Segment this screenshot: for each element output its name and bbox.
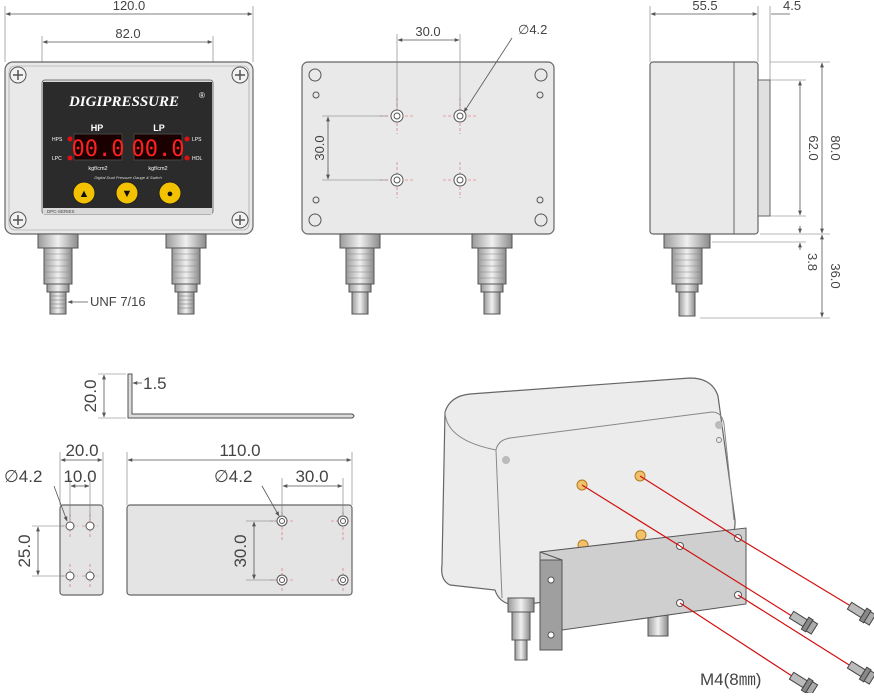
dim-display-width-label: 82.0: [115, 26, 140, 41]
bracket-large-plate: [126, 504, 353, 596]
set-button[interactable]: ●: [158, 181, 182, 205]
series-label: DPC-SERIES: [47, 209, 75, 214]
bracket-large-dim-hole-dia: ∅4.2: [214, 467, 252, 486]
unit-right: kgf/cm2: [148, 166, 167, 172]
screw-icons: [788, 601, 874, 696]
bracket-small-dim-spacing-v: 25.0: [15, 534, 34, 567]
side-dim-height: 80.0: [828, 135, 843, 160]
down-button[interactable]: ▼: [115, 181, 139, 205]
led-hps-icon: [67, 136, 73, 142]
down-arrow-icon: ▼: [122, 188, 133, 200]
fitting-right: [165, 233, 207, 315]
bracket-large-dim-spacing-v: 30.0: [231, 534, 250, 567]
led-hps-label: HPS: [52, 137, 63, 143]
lp-value: 00.0: [132, 137, 185, 162]
dim-overall-width: 120.0: [4, 0, 254, 62]
bracket-small-dim-width: 20.0: [65, 441, 98, 460]
brand-name: DIGIPRESSURE: [68, 94, 179, 110]
led-lpc-icon: [67, 155, 73, 161]
rear-fitting-right: [471, 233, 513, 315]
bracket-small-holes: [62, 514, 98, 588]
assembly-view: M4(8㎜): [441, 377, 874, 696]
screw-label: M4(8㎜): [700, 670, 761, 689]
rear-dim-hole-dia: ∅4.2: [518, 22, 547, 37]
up-arrow-icon: ▲: [79, 188, 90, 200]
led-hol-icon: [184, 155, 190, 161]
tagline: Digital Dual Pressure Gauge & Switch: [94, 175, 162, 180]
bracket-dim-thickness: 1.5: [143, 374, 167, 393]
dim-overall-width-label: 120.0: [113, 0, 146, 13]
bracket-profile: 20.0 1.5: [81, 373, 355, 419]
led-lps-icon: [184, 136, 190, 142]
bracket-dim-height: 20.0: [81, 379, 100, 412]
bracket-large: 110.0 30.0 ∅4.2 30.0: [126, 441, 353, 596]
bracket-small-dim-hole-dia: ∅4.2: [4, 467, 42, 486]
set-dot-icon: ●: [167, 188, 174, 200]
side-fitting: [663, 233, 711, 317]
corner-screw-icons: [9, 66, 249, 229]
hp-label: HP: [91, 123, 104, 133]
led-hol-label: HOL: [192, 156, 203, 162]
bracket-small: 20.0 10.0 ∅4.2 25.0: [4, 441, 104, 596]
housing-rear: [301, 61, 555, 235]
bracket-large-holes: [270, 512, 352, 592]
housing-side: [649, 61, 759, 235]
lp-display: [133, 133, 183, 161]
side-dim-inner-height: 62.0: [806, 135, 821, 160]
led-lpc-label: LPC: [52, 156, 62, 162]
side-dim-gap: 3.8: [805, 253, 820, 271]
unit-left: kgf/cm2: [88, 166, 107, 172]
side-lid: [757, 79, 771, 217]
bracket-small-dim-spacing-h: 10.0: [63, 467, 96, 486]
bracket-large-dim-length: 110.0: [219, 441, 260, 460]
side-dim-lid: 4.5: [783, 0, 801, 13]
thread-label: UNF 7/16: [90, 294, 146, 309]
hp-value: 00.0: [72, 137, 125, 162]
hp-display: [73, 133, 123, 161]
assembly-guide-lines: [581, 475, 855, 679]
rear-dim-spacing-h: 30.0: [415, 24, 440, 39]
rear-dim-spacing-v: 30.0: [312, 135, 327, 160]
rear-mounting-holes: [380, 98, 477, 198]
lp-label: LP: [153, 123, 165, 133]
rear-fitting-left: [339, 233, 381, 315]
led-lps-label: LPS: [192, 137, 202, 143]
front-view: 120.0 82.0 DIGIPRESSURE ® HP LP 00.0 00.…: [4, 0, 254, 315]
side-dim-fitting: 36.0: [828, 263, 843, 288]
up-button[interactable]: ▲: [72, 181, 96, 205]
side-dim-depth: 55.5: [692, 0, 717, 13]
fitting-left: [37, 233, 79, 315]
brand-mark: ®: [199, 91, 205, 100]
bracket-large-dim-spacing-h: 30.0: [295, 467, 328, 486]
rear-view: 30.0 ∅4.2 30.0: [301, 22, 555, 315]
side-view: 55.5 4.5 62.0 80.0 3.8 36.0: [649, 0, 843, 319]
brand-strip: [43, 82, 212, 116]
